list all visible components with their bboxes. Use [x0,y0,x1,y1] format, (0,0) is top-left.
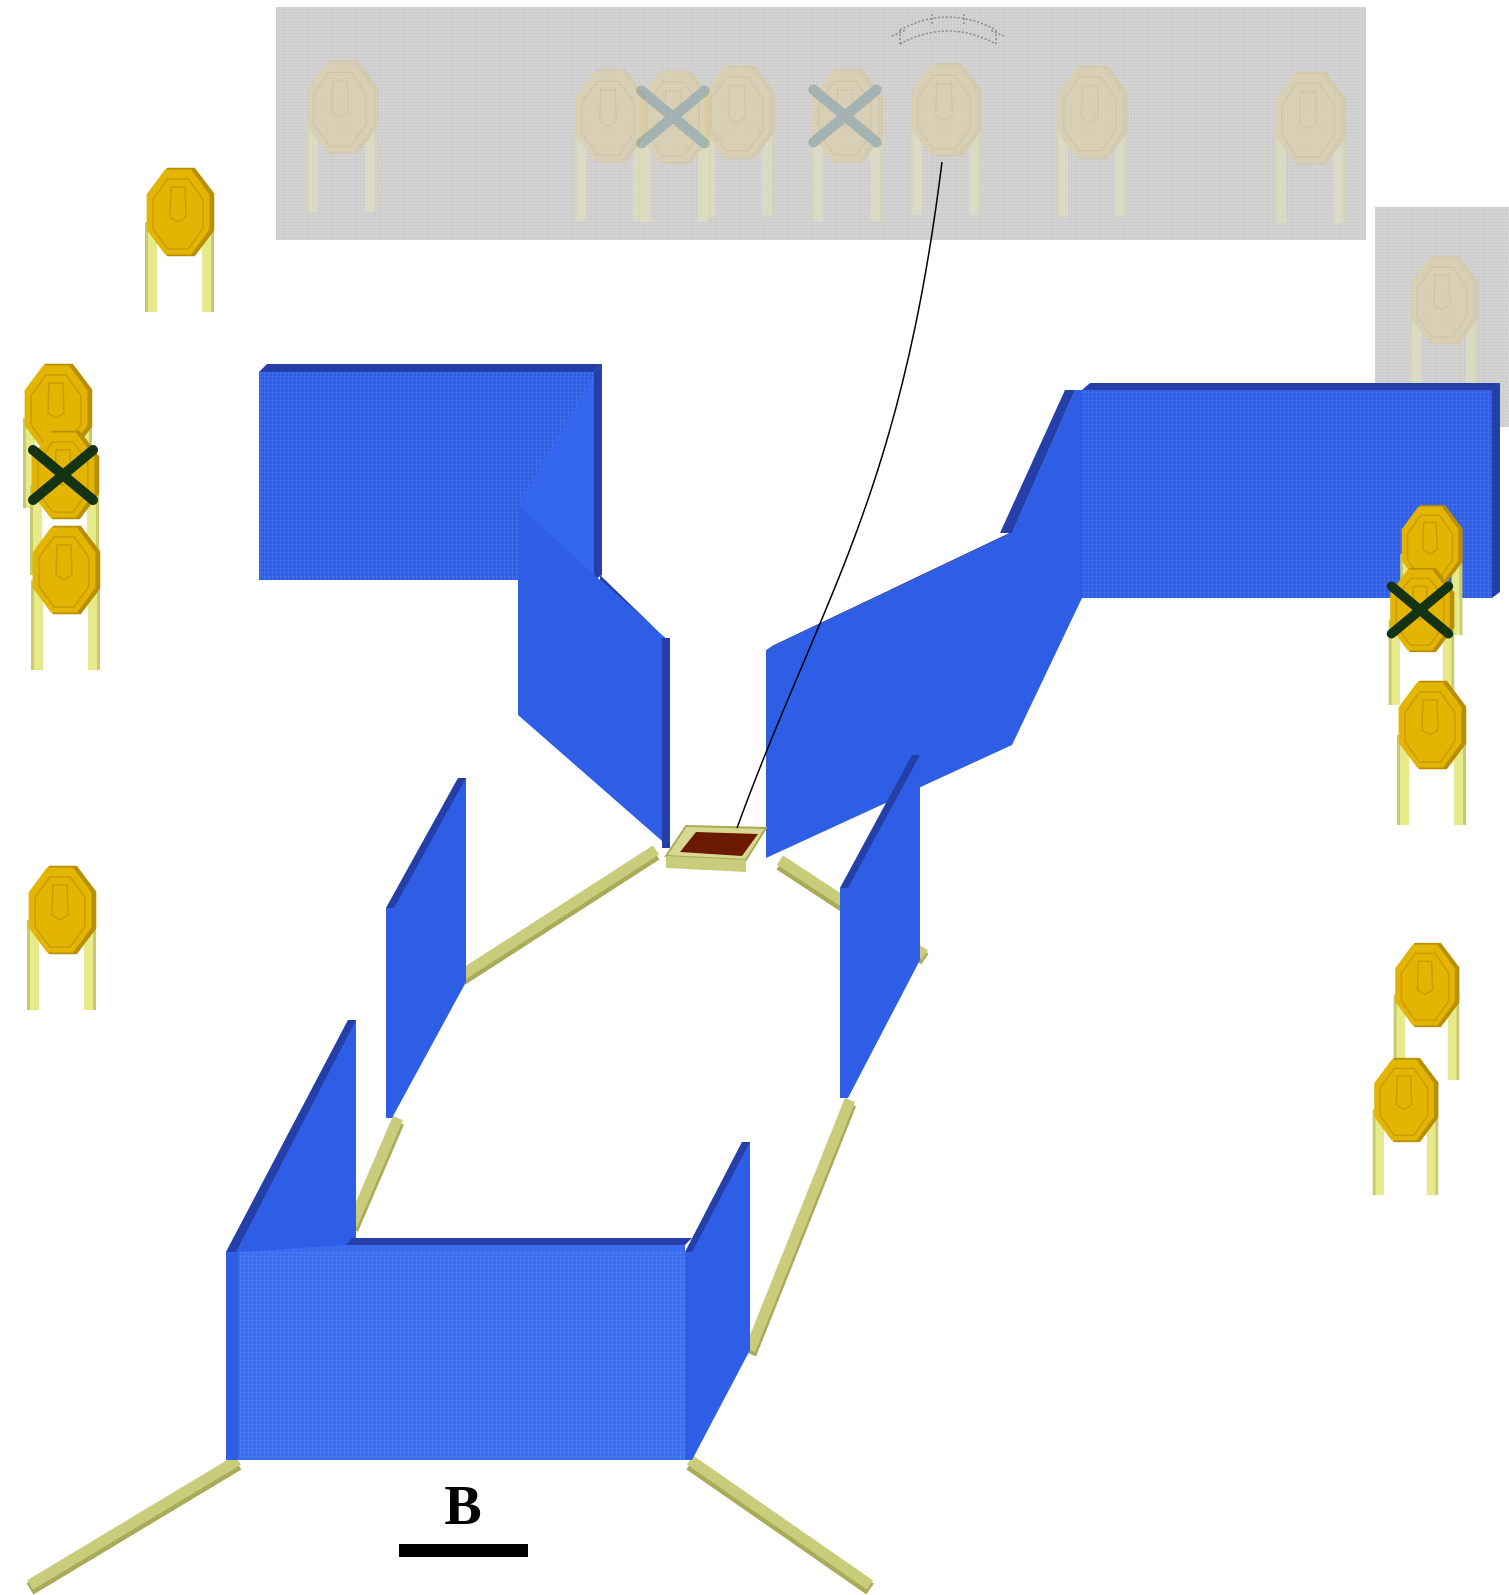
target-face [1398,680,1467,770]
faded-target-group [305,60,1479,400]
target-sign [573,69,647,221]
target-face [1395,942,1460,1028]
target-face [28,865,97,955]
target-legs [638,127,711,222]
target-sign [1393,942,1460,1080]
yellow-walkway [686,1455,874,1595]
yellow-walkway [458,845,660,985]
target-panel-top [276,7,1366,240]
blue-wall-group [226,364,1500,1460]
target-face [146,167,215,257]
target-sign [27,865,97,1010]
target-legs [30,485,99,575]
figure-label: B [444,1475,481,1537]
blue-wall-bottom-back [238,1238,692,1460]
yellow-walkway [26,1455,242,1595]
blue-wall-right-diagonal [1000,390,1082,745]
target-face [1275,71,1347,165]
target-sign [1397,680,1467,825]
crossed-target [808,69,884,221]
blue-wall-left-funnel [518,375,670,848]
target-legs [1409,310,1478,400]
target-face [307,60,379,154]
target-face [24,363,93,453]
target-legs [1388,619,1455,705]
target-sign [1273,71,1347,223]
target-legs [27,920,96,1010]
target-face [1410,255,1479,345]
target-face [812,69,884,163]
target-face [704,65,776,159]
target-sign [1409,255,1479,400]
crossed-target [28,430,100,575]
target-sign [702,65,776,217]
target-sign [145,167,215,312]
cross-mark-icon [808,84,882,148]
target-sign [909,63,983,215]
target-face [911,63,983,157]
target-sign [1372,1057,1439,1195]
cross-mark-icon [28,445,98,505]
target-sign [1055,65,1129,217]
crossed-target [636,70,712,222]
target-sign-group [23,167,1467,1195]
leader-line [736,161,943,829]
target-legs [1273,128,1346,223]
target-legs [305,117,378,212]
target-face [1057,65,1129,159]
target-face [32,525,101,615]
start-pad [664,824,768,872]
target-legs [810,126,883,221]
cross-mark-icon [1386,581,1454,639]
scale-bar [399,1544,528,1557]
target-legs [1393,994,1460,1080]
target-legs [145,222,214,312]
blue-wall-mid-right [840,755,920,1098]
target-legs [1372,1109,1439,1195]
target-legs [702,122,775,217]
rotation-arrow-icon [891,14,1005,45]
blue-wall-right-funnel [766,528,1020,858]
target-legs [31,580,100,670]
target-face [640,70,712,164]
target-face [1374,1057,1439,1143]
target-face [1401,505,1463,585]
target-legs [1055,122,1128,217]
target-legs [909,120,982,215]
target-sign [305,60,379,212]
blue-wall-mid-left [386,778,466,1118]
cross-mark-icon [636,85,710,149]
target-legs [1397,735,1466,825]
yellow-walkway [743,1097,857,1357]
target-sign [31,525,101,670]
blue-wall-bottom-right [685,1142,750,1460]
crossed-target [1386,567,1455,705]
target-face [575,69,647,163]
target-legs [573,126,646,221]
yellow-walkway [346,1115,404,1232]
